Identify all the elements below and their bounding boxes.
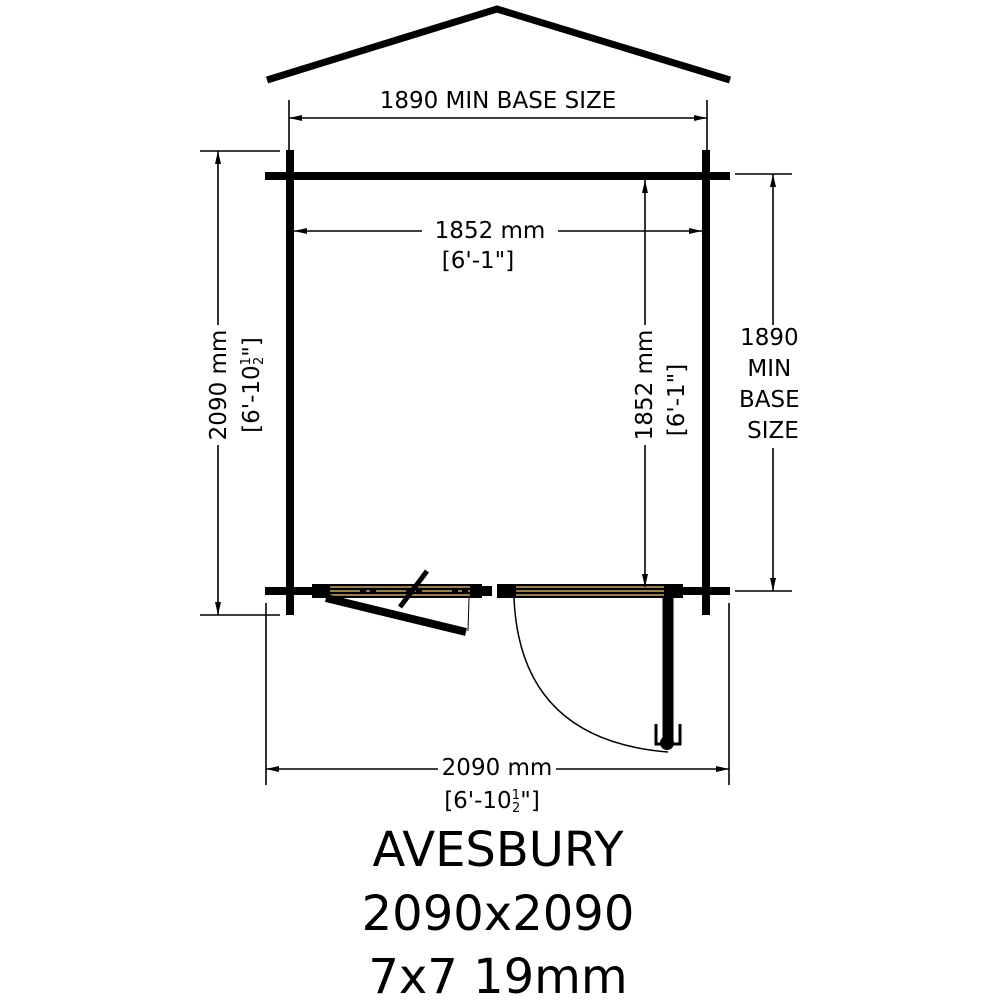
overall-width-mm: 2090 mm	[442, 755, 553, 781]
dimension-overall-depth: 2090 mm [6'-1012"]	[200, 150, 280, 616]
roof-outline	[265, 5, 732, 84]
model-spec: 7x7 19mm	[368, 949, 627, 1000]
dimension-top-base-label: 1890 MIN BASE SIZE	[380, 88, 617, 114]
model-size: 2090x2090	[362, 886, 635, 942]
internal-depth-imperial: [6'-1"]	[664, 364, 690, 436]
door-double-glazed-panel	[497, 584, 683, 750]
model-name: AVESBURY	[372, 822, 624, 878]
overall-depth-imperial: [6'-1012"]	[239, 337, 267, 433]
internal-width-imperial: [6'-1"]	[442, 248, 514, 274]
dimension-right-base: 1890 MIN BASE SIZE	[735, 173, 807, 592]
overall-depth-mm: 2090 mm	[206, 330, 232, 441]
dimension-internal-width: 1852 mm [6'-1"]	[294, 218, 702, 274]
walls	[265, 150, 730, 615]
title-block: AVESBURY 2090x2090 7x7 19mm	[362, 822, 635, 1000]
dimension-top-base: 1890 MIN BASE SIZE	[288, 88, 708, 152]
internal-width-mm: 1852 mm	[435, 218, 546, 244]
door-swing-arc	[513, 597, 669, 753]
right-base-label: 1890 MIN BASE SIZE	[739, 325, 807, 444]
internal-depth-mm: 1852 mm	[632, 330, 658, 441]
dimension-internal-depth: 1852 mm [6'-1"]	[632, 180, 690, 587]
window-open-casement	[312, 569, 492, 636]
